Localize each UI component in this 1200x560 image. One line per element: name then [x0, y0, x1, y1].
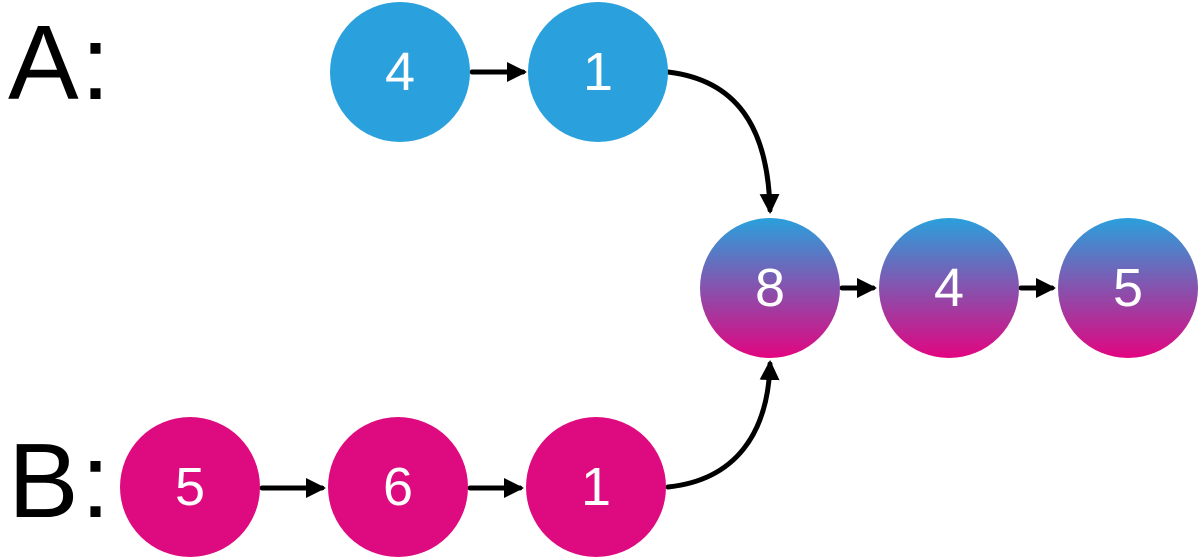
arrow-a1-to-merge-curve: [665, 69, 780, 214]
list-b-node-2: 1: [526, 417, 666, 557]
list-b-node-1: 6: [328, 417, 468, 557]
arrow-b2-to-merge-curve: [665, 360, 780, 490]
list-b-node-0: 5: [120, 417, 260, 557]
list-a-node-0: 4: [330, 2, 470, 142]
merged-node-1: 4: [879, 218, 1019, 358]
merged-node-0: 8: [700, 218, 840, 358]
list-a-node-1: 1: [528, 2, 668, 142]
list-a-label: A:: [8, 4, 113, 122]
list-b-label: B:: [8, 422, 113, 540]
merged-node-2: 5: [1058, 218, 1198, 358]
